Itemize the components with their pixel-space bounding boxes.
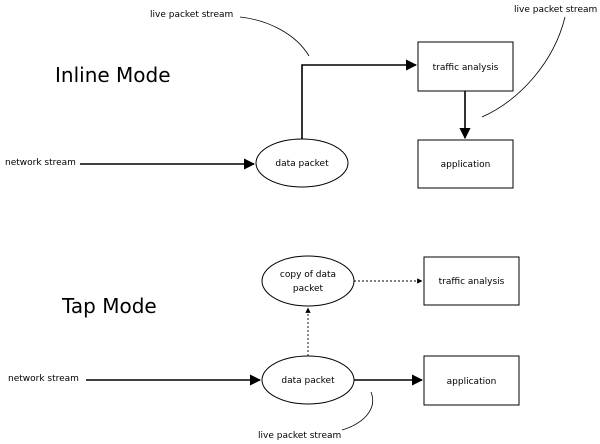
tap-network-stream-label: network stream — [8, 374, 79, 384]
inline-application-label: application — [441, 160, 491, 170]
inline-callout-line-right — [481, 16, 566, 118]
tap-copy-packet-label-line2: packet — [293, 284, 324, 294]
tap-traffic-analysis-box — [423, 256, 520, 306]
inline-live-stream-label-top: live packet stream — [150, 10, 233, 20]
tap-callout-line-bottom — [341, 391, 373, 431]
inline-callout-line-top — [239, 16, 310, 57]
inline-data-packet-label: data packet — [275, 159, 329, 169]
tap-mode-title: Tap Mode — [61, 294, 157, 318]
inline-mode-title: Inline Mode — [55, 63, 171, 87]
inline-live-stream-label-right: live packet stream — [514, 5, 597, 15]
tap-live-stream-label-bottom: live packet stream — [258, 431, 341, 441]
tap-traffic-analysis-label: traffic analysis — [439, 277, 505, 287]
tap-copy-packet-node — [261, 255, 355, 307]
inline-traffic-analysis-label: traffic analysis — [433, 63, 499, 73]
tap-data-packet-label: data packet — [281, 376, 335, 386]
inline-application-box — [417, 139, 514, 189]
tap-application-box — [423, 355, 520, 406]
inline-network-stream-label: network stream — [5, 158, 76, 168]
tap-copy-packet-label-line1: copy of data — [280, 270, 336, 280]
tap-application-label: application — [447, 377, 497, 387]
inline-packet-to-analysis-arrow — [301, 59, 418, 139]
